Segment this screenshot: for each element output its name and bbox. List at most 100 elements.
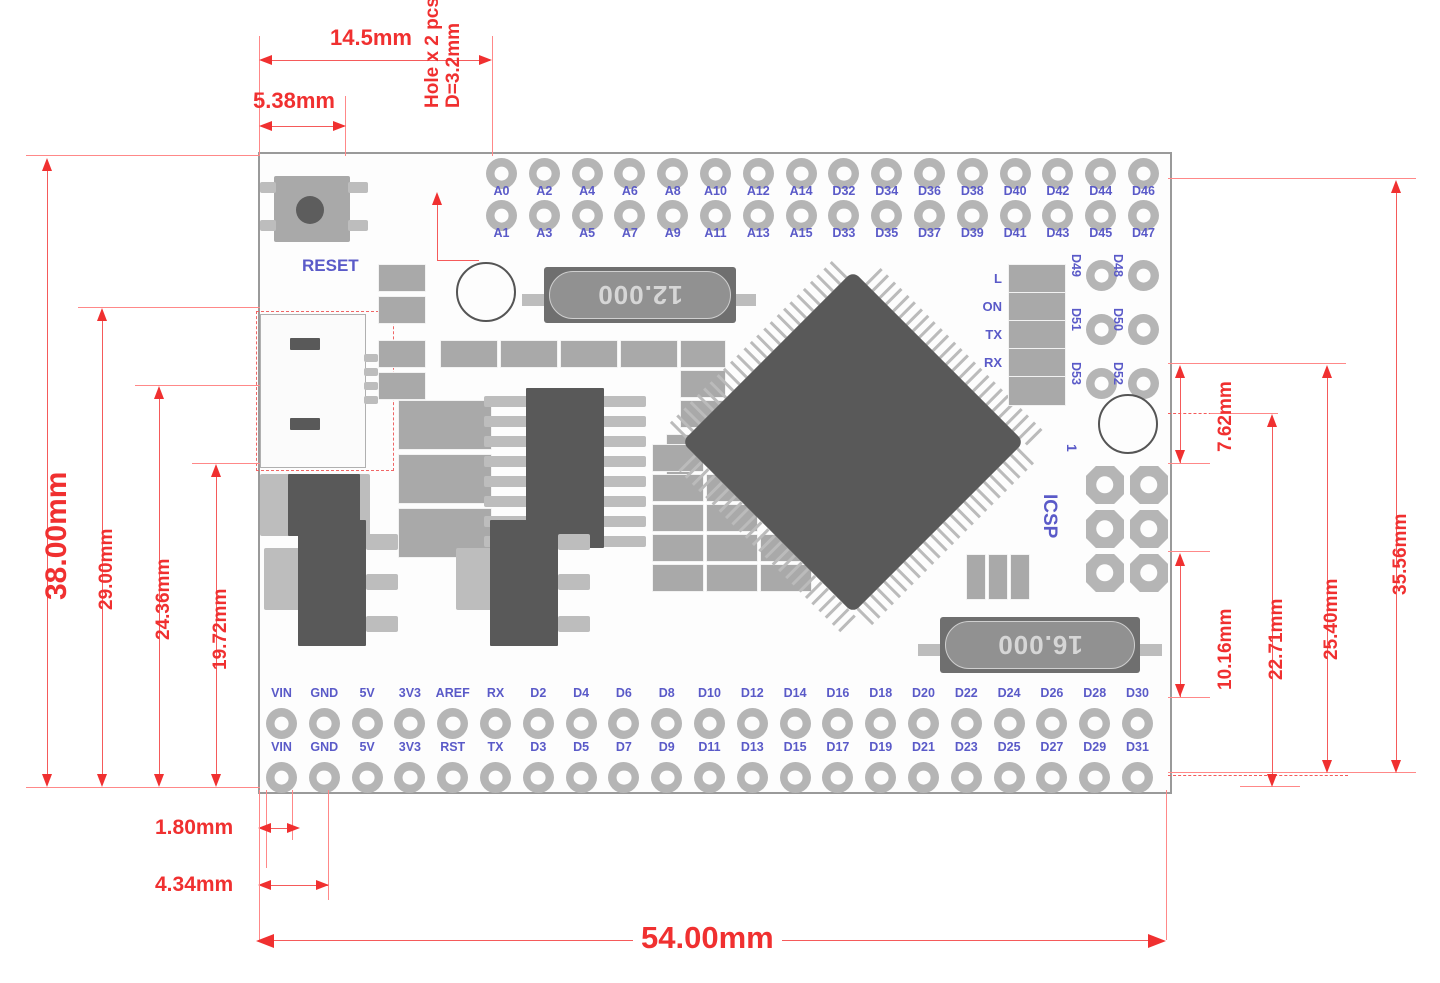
pad-D41[interactable] <box>999 200 1031 231</box>
dim-line-5-38 <box>262 126 344 127</box>
pad-D17-13[interactable] <box>822 762 854 793</box>
pad-A5[interactable] <box>571 200 603 231</box>
pad-A1[interactable] <box>486 200 517 231</box>
pad-D46[interactable] <box>1128 158 1159 189</box>
pad-D16-13[interactable] <box>822 708 854 739</box>
pad-A11[interactable] <box>700 200 731 231</box>
pad-A10[interactable] <box>700 158 731 189</box>
pad-D25-17[interactable] <box>993 762 1025 793</box>
pad-3V3-3[interactable] <box>394 708 426 739</box>
pad-D28-19[interactable] <box>1079 708 1111 739</box>
pad-D29-19[interactable] <box>1079 762 1111 793</box>
pad-D8-9[interactable] <box>651 708 683 739</box>
pad-D39[interactable] <box>956 200 988 231</box>
pad-A13[interactable] <box>742 200 774 231</box>
pad-D35[interactable] <box>871 200 903 231</box>
pad-D44[interactable] <box>1085 158 1117 189</box>
pad-D22-16[interactable] <box>950 708 982 739</box>
pad-A2[interactable] <box>528 158 560 189</box>
pad-D38[interactable] <box>956 158 988 189</box>
icsp-pad-4[interactable] <box>1130 510 1168 548</box>
icsp-pad-3[interactable] <box>1086 510 1124 548</box>
icsp-pad-1[interactable] <box>1086 466 1124 504</box>
smd-pad <box>378 296 426 324</box>
pad-D43[interactable] <box>1042 200 1074 231</box>
pad-D4-7[interactable] <box>565 708 597 739</box>
pad-D42[interactable] <box>1042 158 1074 189</box>
pad-A12[interactable] <box>742 158 774 189</box>
pad-3V3-3[interactable] <box>394 762 426 793</box>
pad-D32[interactable] <box>828 158 860 189</box>
pad-D7-8[interactable] <box>608 762 640 793</box>
crystal-16-leg <box>1138 644 1162 656</box>
pad-D49[interactable] <box>1086 260 1117 291</box>
pad-D48[interactable] <box>1128 260 1159 291</box>
pad-5V-2[interactable] <box>351 708 383 739</box>
pad-A8[interactable] <box>657 158 689 189</box>
pad-A4[interactable] <box>571 158 603 189</box>
pad-D27-18[interactable] <box>1036 762 1068 793</box>
pad-D13-11[interactable] <box>736 762 768 793</box>
pad-A9[interactable] <box>657 200 689 231</box>
pad-D18-14[interactable] <box>865 708 897 739</box>
pad-D3-6[interactable] <box>522 762 554 793</box>
regulator2-body[interactable] <box>490 520 558 646</box>
pad-TX-5[interactable] <box>480 762 511 793</box>
pad-A3[interactable] <box>528 200 560 231</box>
pad-D30-20[interactable] <box>1122 708 1153 739</box>
pad-D11-10[interactable] <box>694 762 725 793</box>
dim-label-35-56: 35.56mm <box>1390 513 1411 595</box>
pad-A0[interactable] <box>486 158 517 189</box>
pad-5V-2[interactable] <box>351 762 383 793</box>
pad-D10-10[interactable] <box>694 708 725 739</box>
pad-A14[interactable] <box>785 158 817 189</box>
pad-D5-7[interactable] <box>565 762 597 793</box>
pad-D9-9[interactable] <box>651 762 683 793</box>
pad-D15-12[interactable] <box>779 762 811 793</box>
icsp-pad-6[interactable] <box>1130 554 1168 592</box>
pad-A6[interactable] <box>614 158 646 189</box>
reset-button[interactable] <box>296 196 324 224</box>
pad-AREF-4[interactable] <box>437 708 469 739</box>
pad-D24-17[interactable] <box>993 708 1025 739</box>
regulator1-body[interactable] <box>298 520 366 646</box>
pad-D40[interactable] <box>999 158 1031 189</box>
pad-D34[interactable] <box>871 158 903 189</box>
pad-D36[interactable] <box>914 158 945 189</box>
pad-D12-11[interactable] <box>736 708 768 739</box>
pad-D37[interactable] <box>914 200 945 231</box>
pad-D21-15[interactable] <box>908 762 939 793</box>
pad-GND-1[interactable] <box>308 762 340 793</box>
pad-VIN-0[interactable] <box>266 708 297 739</box>
pad-D50[interactable] <box>1128 314 1159 345</box>
pad-D19-14[interactable] <box>865 762 897 793</box>
pad-D26-18[interactable] <box>1036 708 1068 739</box>
crystal-12mhz-marking: 12.000 <box>549 271 731 319</box>
pad-A15[interactable] <box>785 200 817 231</box>
pad-D47[interactable] <box>1128 200 1159 231</box>
pad-D6-8[interactable] <box>608 708 640 739</box>
icsp-pad-2[interactable] <box>1130 466 1168 504</box>
pad-RX-5[interactable] <box>480 708 511 739</box>
icsp-pad-5[interactable] <box>1086 554 1124 592</box>
pad-A7[interactable] <box>614 200 646 231</box>
pad-D45[interactable] <box>1085 200 1117 231</box>
pad-D20-15[interactable] <box>908 708 939 739</box>
pad-D51[interactable] <box>1086 314 1117 345</box>
icsp-pin1-label: 1 <box>1064 444 1080 452</box>
hole-note-line1: Hole x 2 pcs <box>422 0 443 108</box>
dim-line-10-16 <box>1180 563 1181 697</box>
pin-label-TX-5: TX <box>487 740 504 754</box>
pad-D14-12[interactable] <box>779 708 811 739</box>
pad-D31-20[interactable] <box>1122 762 1153 793</box>
pad-D2-6[interactable] <box>522 708 554 739</box>
pad-D33[interactable] <box>828 200 860 231</box>
pad-GND-1[interactable] <box>308 708 340 739</box>
pad-D52[interactable] <box>1128 368 1159 399</box>
pad-RST-4[interactable] <box>437 762 469 793</box>
pin-label-D19-14: D19 <box>869 740 893 754</box>
pad-D53[interactable] <box>1086 368 1117 399</box>
pad-VIN-0[interactable] <box>266 762 297 793</box>
dim-label-54: 54.00mm <box>633 920 782 956</box>
pad-D23-16[interactable] <box>950 762 982 793</box>
